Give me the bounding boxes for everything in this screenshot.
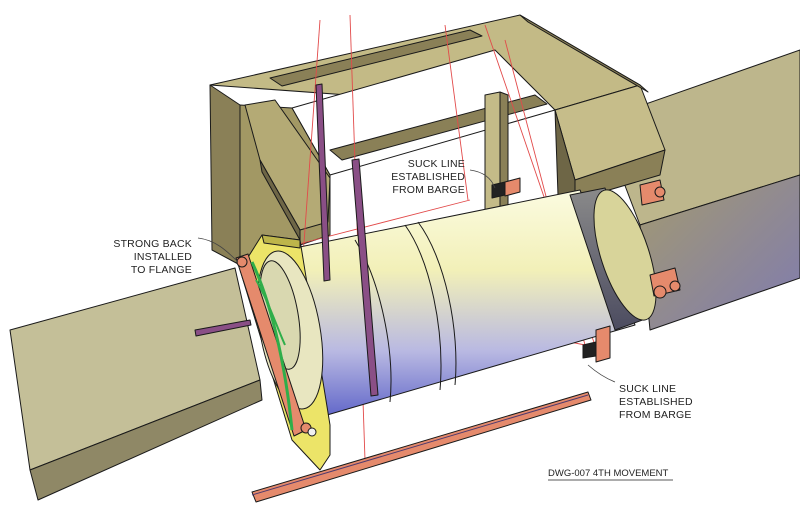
- pipeline-right: [599, 49, 800, 331]
- suck-line-bottom-line-3: FROM BARGE: [619, 409, 692, 421]
- label-suck-line-bottom: SUCK LINE ESTABLISHED FROM BARGE: [619, 383, 693, 421]
- suck-line-bottom-line-1: SUCK LINE: [619, 383, 676, 395]
- suck-line-top-line-2: ESTABLISHED: [391, 171, 465, 183]
- repair-sleeve: [284, 187, 657, 421]
- pipeline-left: [9, 267, 263, 501]
- suck-line-fittings: [491, 177, 681, 363]
- strong-back-line-2: INSTALLED: [134, 251, 192, 263]
- guide-rods: [194, 83, 379, 397]
- habitat-frame: [209, 14, 666, 266]
- leader-lines: [197, 169, 616, 383]
- label-strong-back: STRONG BACK INSTALLED TO FLANGE: [113, 238, 192, 276]
- bottom-bar: [251, 391, 592, 503]
- label-suck-line-top: SUCK LINE ESTABLISHED FROM BARGE: [391, 158, 465, 196]
- strong-back: [235, 253, 317, 437]
- strong-back-line-1: STRONG BACK: [113, 238, 192, 250]
- drawing-id-block: DWG-007 4TH MOVEMENT: [548, 468, 673, 481]
- suck-line-bottom-line-2: ESTABLISHED: [619, 396, 693, 408]
- strong-back-line-3: TO FLANGE: [131, 264, 192, 276]
- suck-line-top-line-3: FROM BARGE: [392, 184, 465, 196]
- drawing-id: DWG-007 4TH MOVEMENT: [548, 468, 669, 479]
- suck-line-top-line-1: SUCK LINE: [408, 158, 465, 170]
